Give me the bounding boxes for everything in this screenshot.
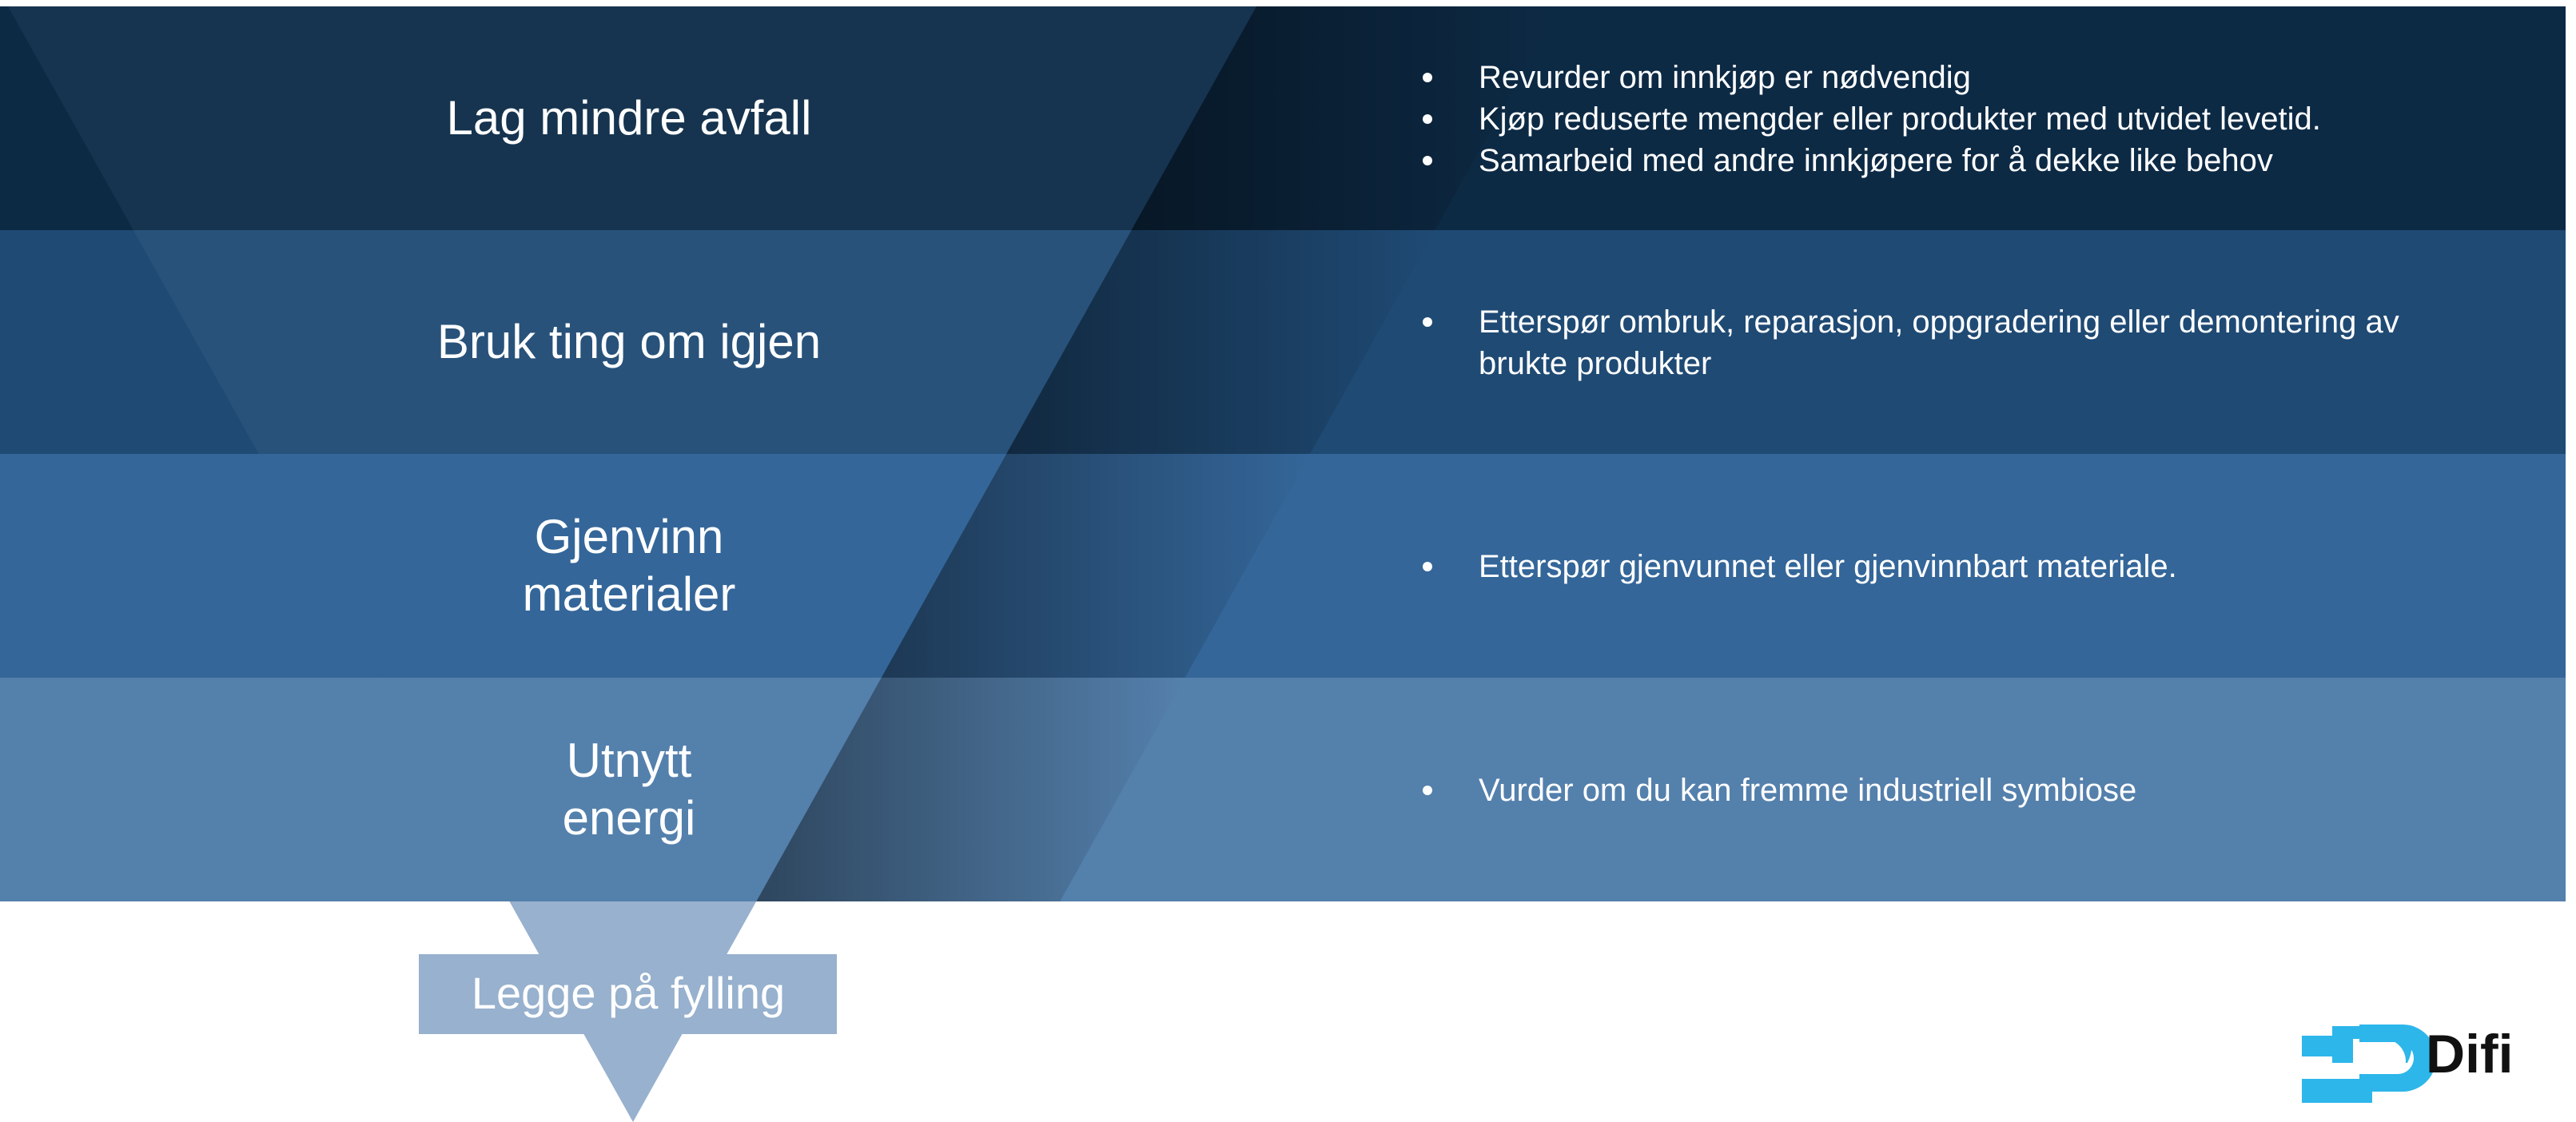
level-label-4: Utnytt	[567, 734, 692, 787]
bullet-text: Etterspør ombruk, reparasjon, oppgraderi…	[1479, 304, 2399, 340]
difi-logo: Difi	[2302, 1024, 2514, 1103]
bullet-text: Revurder om innkjøp er nødvendig	[1479, 60, 1971, 95]
bullet-dot	[1423, 73, 1432, 82]
bullet-dot	[1423, 562, 1432, 571]
bottom-label-box	[419, 954, 837, 1034]
funnel-segment-3	[258, 454, 1007, 678]
bullet-text: Samarbeid med andre innkjøpere for å dek…	[1479, 143, 2273, 178]
level-label-2: Bruk ting om igjen	[437, 315, 821, 368]
funnel-segment-2	[133, 230, 1132, 454]
bottom-label: Legge på fylling	[472, 968, 785, 1018]
bullet-dot	[1423, 786, 1432, 795]
bullet-dot	[1423, 317, 1432, 327]
level-label-3: materialer	[523, 567, 736, 621]
bullet-dot	[1423, 114, 1432, 124]
bullet-dot	[1423, 156, 1432, 165]
difi-logo-icon	[2302, 1025, 2436, 1103]
band-shadow-4	[756, 678, 1185, 901]
level-label-4: energi	[563, 791, 696, 845]
level-label-1: Lag mindre avfall	[447, 91, 812, 145]
funnel-segment-1	[8, 6, 1256, 230]
funnel-segment-4	[384, 678, 882, 901]
bullet-text: Etterspør gjenvunnet eller gjenvinnbart …	[1479, 549, 2177, 584]
band-shadow-3	[881, 454, 1311, 678]
bullet-text: Kjøp reduserte mengder eller produkter m…	[1479, 101, 2321, 137]
bullet-text: Vurder om du kan fremme industriell symb…	[1479, 773, 2136, 808]
band-level-4	[0, 678, 2566, 901]
band-shadow-1	[1131, 6, 1560, 230]
level-label-3: Gjenvinn	[535, 510, 724, 563]
bullet-text: brukte produkter	[1479, 346, 1711, 381]
difi-logo-text: Difi	[2426, 1024, 2514, 1084]
band-shadow-2	[1006, 230, 1435, 454]
